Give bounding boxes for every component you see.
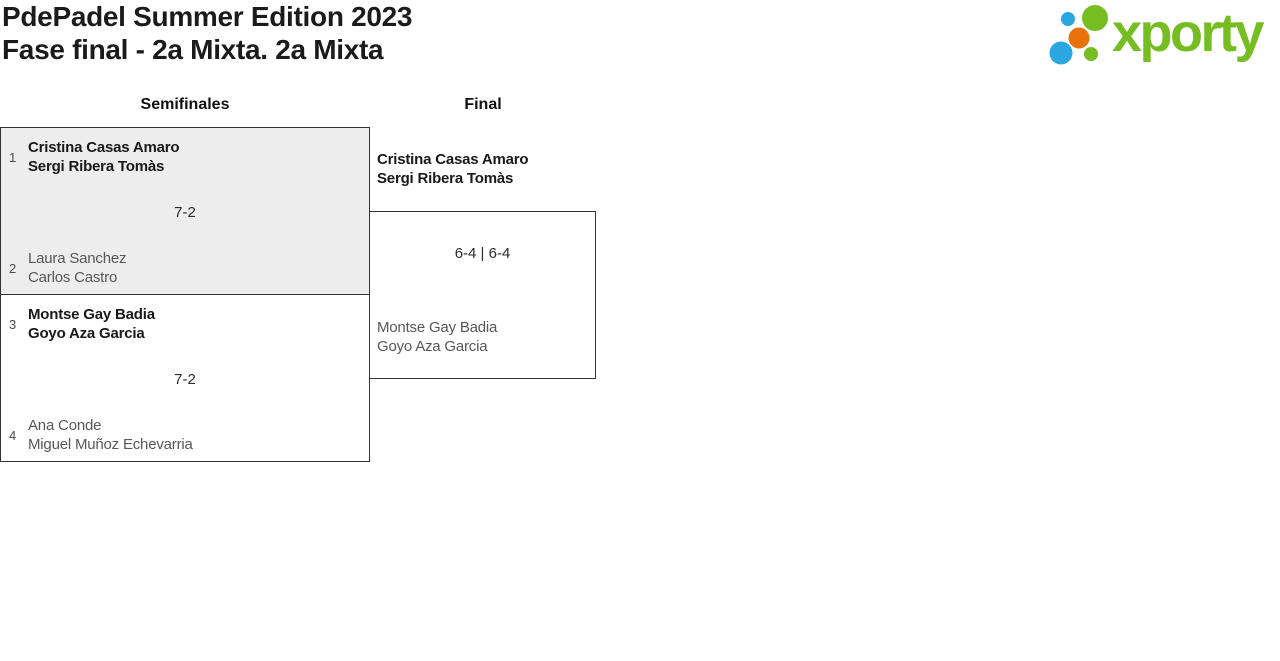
team-names[interactable]: Ana Conde Miguel Muñoz Echevarria bbox=[28, 416, 193, 454]
player-name[interactable]: Sergi Ribera Tomàs bbox=[28, 158, 165, 175]
player-name[interactable]: Ana Conde bbox=[28, 417, 102, 434]
team-row[interactable]: 1 Cristina Casas Amaro Sergi Ribera Tomà… bbox=[1, 138, 369, 176]
team-names[interactable]: Cristina Casas Amaro Sergi Ribera Tomàs bbox=[28, 138, 180, 176]
team-names[interactable]: Cristina Casas Amaro Sergi Ribera Tomàs bbox=[377, 150, 529, 188]
player-name[interactable]: Montse Gay Badia bbox=[28, 306, 155, 323]
tournament-title: PdePadel Summer Edition 2023 bbox=[2, 1, 413, 32]
match-semifinal-2[interactable]: 3 Montse Gay Badia Goyo Aza Garcia 7-2 4… bbox=[0, 294, 370, 462]
team-row[interactable]: 2 Laura Sanchez Carlos Castro bbox=[1, 249, 369, 287]
team-row[interactable]: 4 Ana Conde Miguel Muñoz Echevarria bbox=[1, 416, 369, 454]
team-names[interactable]: Laura Sanchez Carlos Castro bbox=[28, 249, 127, 287]
match-score: 6-4 | 6-4 bbox=[454, 245, 511, 262]
seed-number: 4 bbox=[9, 427, 17, 443]
seed-number: 2 bbox=[9, 260, 17, 276]
xporty-logo[interactable]: xporty bbox=[1048, 3, 1278, 69]
seed-number: 3 bbox=[9, 316, 17, 332]
player-name[interactable]: Cristina Casas Amaro bbox=[28, 139, 180, 156]
match-score: 7-2 bbox=[174, 203, 196, 221]
seed-number: 1 bbox=[9, 149, 17, 165]
match-final[interactable] bbox=[369, 211, 596, 379]
player-name[interactable]: Goyo Aza Garcia bbox=[377, 338, 488, 355]
team-names[interactable]: Montse Gay Badia Goyo Aza Garcia bbox=[28, 305, 155, 343]
player-name[interactable]: Laura Sanchez bbox=[28, 250, 127, 267]
player-name[interactable]: Cristina Casas Amaro bbox=[377, 151, 529, 168]
round-header-final: Final bbox=[464, 96, 502, 113]
player-name[interactable]: Miguel Muñoz Echevarria bbox=[28, 436, 193, 453]
bracket: 1 Cristina Casas Amaro Sergi Ribera Tomà… bbox=[0, 127, 680, 487]
match-semifinal-1[interactable]: 1 Cristina Casas Amaro Sergi Ribera Tomà… bbox=[0, 127, 370, 295]
player-name[interactable]: Montse Gay Badia bbox=[377, 319, 498, 336]
xporty-wordmark: xporty bbox=[1112, 3, 1265, 63]
match-score: 7-2 bbox=[174, 370, 196, 388]
page-header: PdePadel Summer Edition 2023 Fase final … bbox=[2, 0, 413, 66]
team-row[interactable]: 3 Montse Gay Badia Goyo Aza Garcia bbox=[1, 305, 369, 343]
phase-subtitle: Fase final - 2a Mixta. 2a Mixta bbox=[2, 34, 384, 65]
player-name[interactable]: Carlos Castro bbox=[28, 269, 118, 286]
team-names[interactable]: Montse Gay Badia Goyo Aza Garcia bbox=[377, 318, 497, 356]
player-name[interactable]: Sergi Ribera Tomàs bbox=[377, 170, 514, 187]
xporty-dots-icon bbox=[1049, 5, 1108, 65]
player-name[interactable]: Goyo Aza Garcia bbox=[28, 325, 145, 342]
round-header-semifinales: Semifinales bbox=[140, 96, 230, 113]
